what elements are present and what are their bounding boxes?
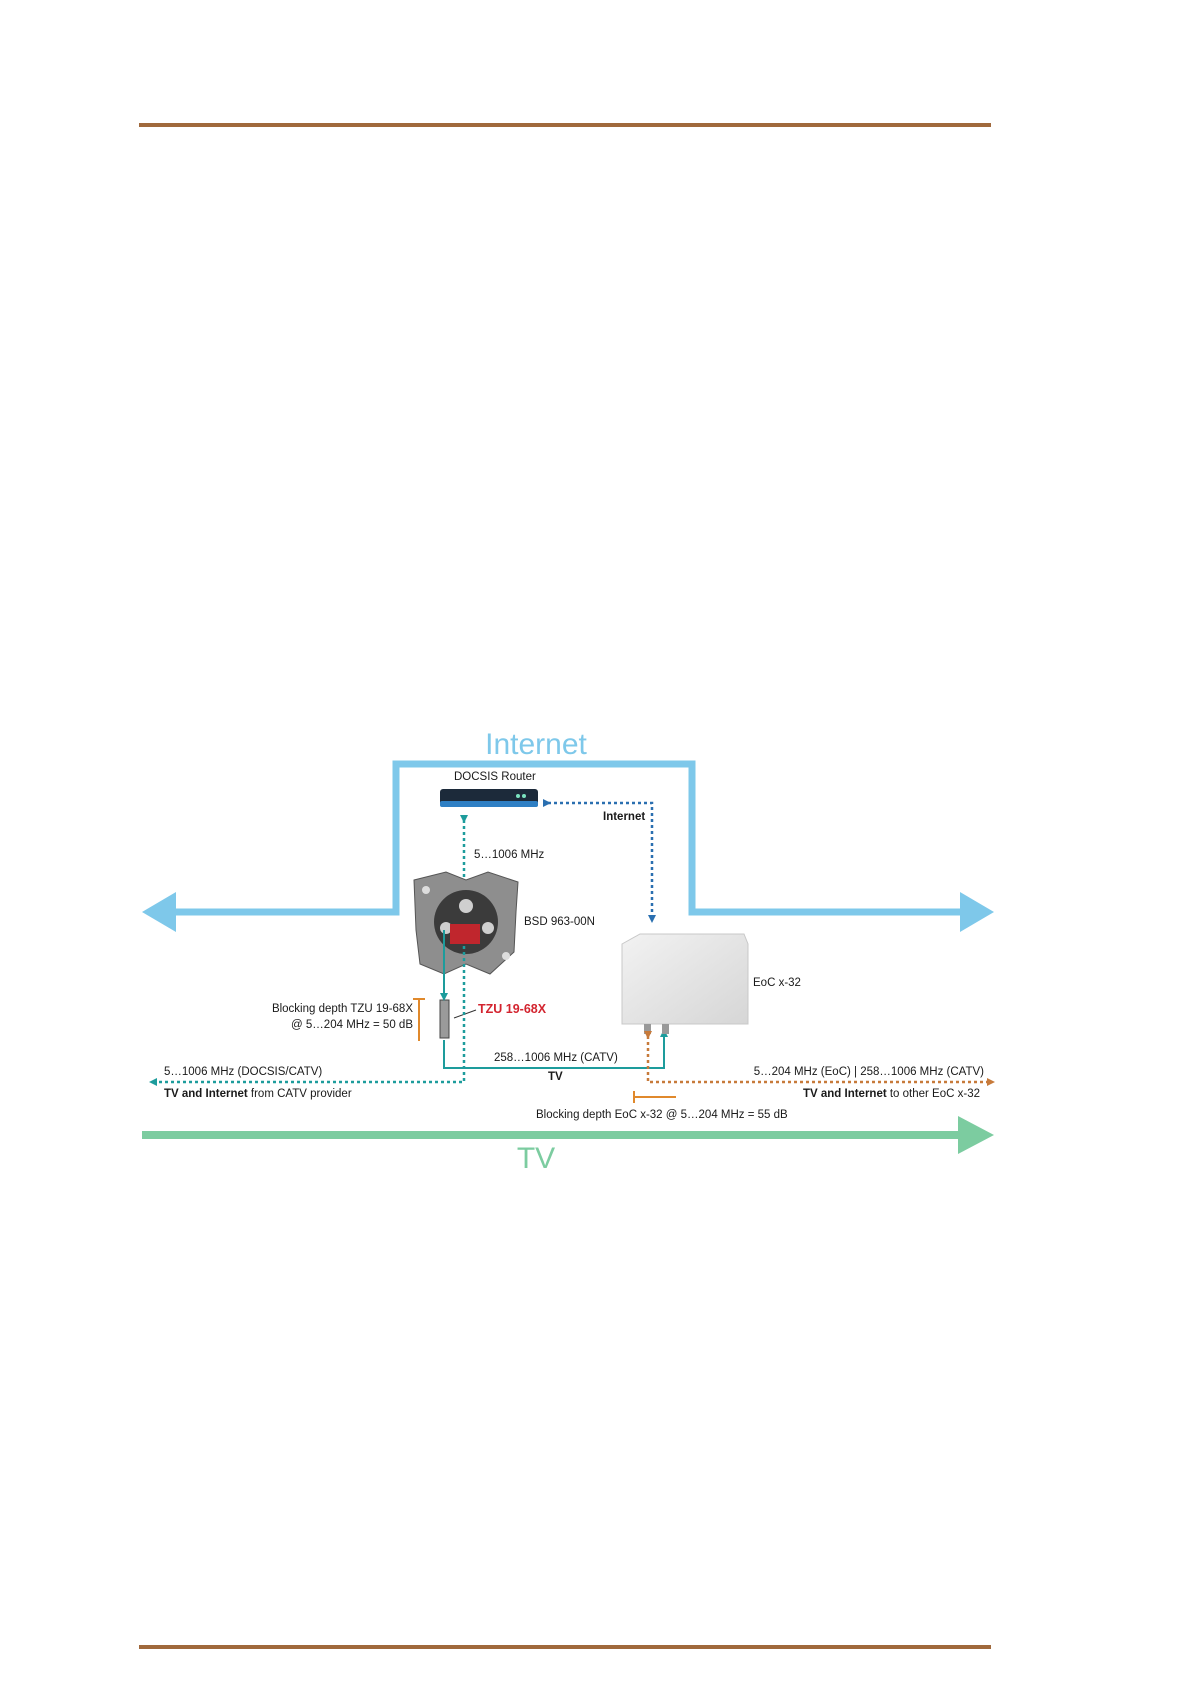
right-desc-bold: TV and Internet <box>803 1088 887 1100</box>
left-desc-bold: TV and Internet <box>164 1088 248 1100</box>
right-desc-rest: to other EoC x-32 <box>887 1088 980 1100</box>
internet-title: Internet <box>485 728 587 761</box>
top-rule <box>139 123 991 127</box>
tv-small-label: TV <box>548 1071 563 1083</box>
eoc-block-bracket <box>633 1091 676 1103</box>
internet-arrow-right-icon <box>960 892 994 932</box>
tv-title: TV <box>517 1142 555 1175</box>
eoc-block-label: Blocking depth EoC x-32 @ 5…204 MHz = 55… <box>536 1109 788 1121</box>
right-band-label: 5…204 MHz (EoC) | 258…1006 MHz (CATV) <box>754 1066 984 1078</box>
internet-arrow-left-icon <box>142 892 176 932</box>
router-icon <box>440 789 538 807</box>
internet-link-label: Internet <box>603 811 645 823</box>
provider-link <box>149 946 466 1086</box>
socket-label: BSD 963-00N <box>524 916 595 928</box>
eoc-label: EoC x-32 <box>753 977 801 989</box>
right-desc-label: TV and Internet to other EoC x-32 <box>803 1088 980 1100</box>
tzu-block-bracket <box>413 998 425 1041</box>
tzu-block-line2: @ 5…204 MHz = 50 dB <box>291 1019 413 1031</box>
eoc-modem-icon <box>621 933 749 1034</box>
internet-link <box>543 799 656 923</box>
tzu-filter-icon <box>439 999 450 1039</box>
catv-band-label: 258…1006 MHz (CATV) <box>494 1052 618 1064</box>
left-band-label: 5…1006 MHz (DOCSIS/CATV) <box>164 1066 322 1078</box>
left-desc-rest: from CATV provider <box>248 1088 352 1100</box>
wall-socket-icon <box>413 871 519 975</box>
left-desc-label: TV and Internet from CATV provider <box>164 1088 352 1100</box>
tzu-block-line1: Blocking depth TZU 19-68X <box>272 1003 413 1015</box>
tv-path <box>142 1116 994 1154</box>
tzu-label: TZU 19-68X <box>478 1002 547 1016</box>
router-label: DOCSIS Router <box>454 771 536 783</box>
bottom-rule <box>139 1645 991 1649</box>
tv-arrow-right-icon <box>958 1116 994 1154</box>
internet-path <box>142 760 994 932</box>
router-band-label: 5…1006 MHz <box>474 849 545 861</box>
